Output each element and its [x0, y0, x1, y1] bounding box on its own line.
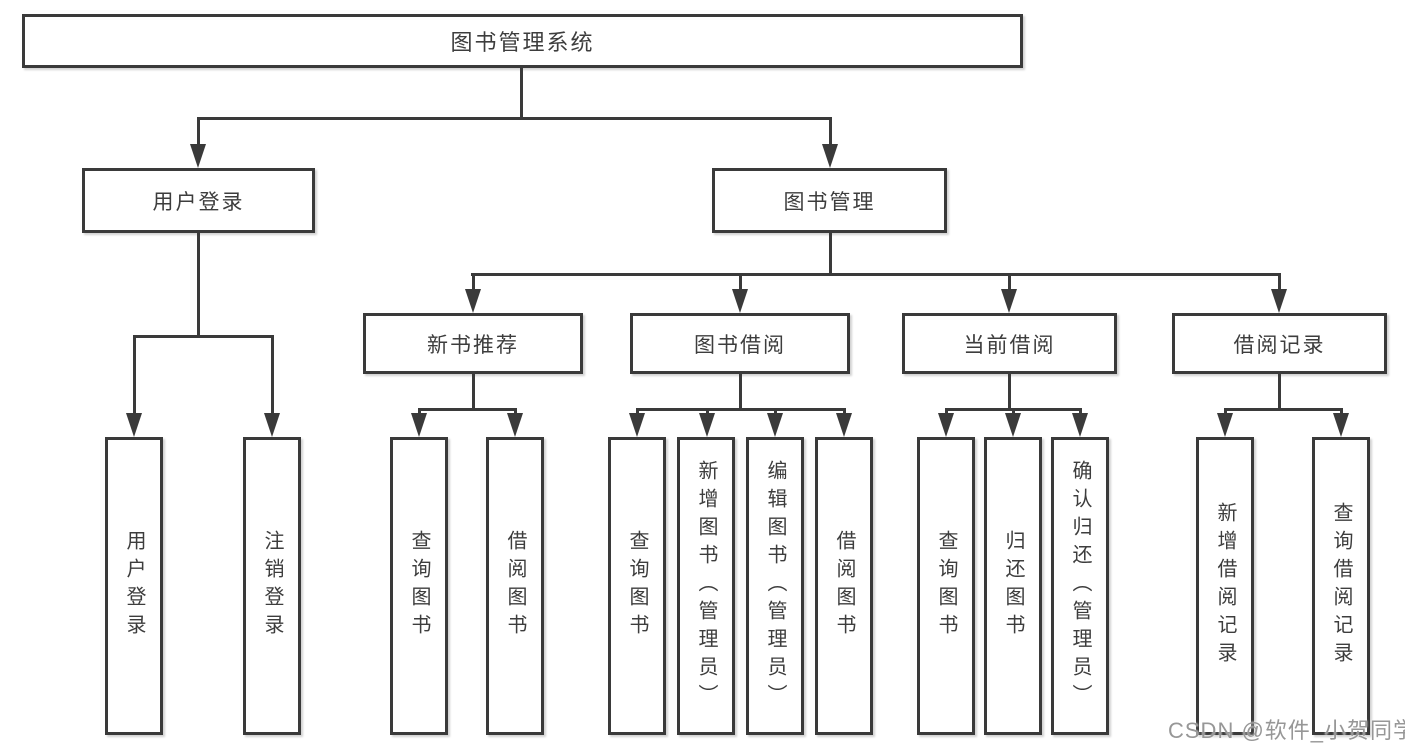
- leaf-logout: 注销登录: [243, 437, 301, 735]
- connector-stem: [945, 408, 948, 416]
- arrowhead-down-icon: [264, 413, 280, 437]
- connector-rail: [1224, 408, 1342, 411]
- connector-stem: [271, 335, 274, 415]
- node-book-management: 图书管理: [712, 168, 947, 233]
- connector-level3-rail: [471, 273, 1281, 276]
- connector-login-stem: [197, 232, 200, 336]
- arrowhead-down-icon: [411, 413, 427, 437]
- node-book-borrow: 图书借阅: [630, 313, 850, 374]
- node-new-book-recommend: 新书推荐: [363, 313, 583, 374]
- node-borrow-records: 借阅记录: [1172, 313, 1387, 374]
- node-new-book-recommend-label: 新书推荐: [427, 333, 519, 357]
- connector-stem: [1008, 373, 1011, 409]
- connector-stem: [1278, 373, 1281, 409]
- connector-stem: [739, 373, 742, 409]
- leaf-add-borrow-record-label: 新增借阅记录: [1214, 502, 1236, 670]
- leaf-borrow-books-newbook-label: 借阅图书: [504, 530, 526, 642]
- connector-stem: [197, 117, 200, 146]
- connector-stem: [1340, 408, 1343, 416]
- arrowhead-down-icon: [836, 413, 852, 437]
- node-book-borrow-label: 图书借阅: [694, 333, 786, 357]
- leaf-query-books-newbook: 查询图书: [390, 437, 448, 735]
- leaf-query-borrow-record-label: 查询借阅记录: [1330, 502, 1352, 670]
- connector-stem: [514, 408, 517, 416]
- node-book-management-label: 图书管理: [783, 190, 876, 214]
- arrowhead-down-icon: [938, 413, 954, 437]
- watermark: CSDN @软件_小贺同学: [1168, 718, 1405, 743]
- connector-stem: [1012, 408, 1015, 416]
- connector-stem: [1008, 273, 1011, 291]
- arrowhead-down-icon: [822, 144, 838, 168]
- connector-rail: [636, 408, 846, 411]
- arrowhead-down-icon: [1072, 413, 1088, 437]
- connector-stem: [1224, 408, 1227, 416]
- leaf-query-books-current: 查询图书: [917, 437, 975, 735]
- leaf-borrow-books-borrow-label: 借阅图书: [833, 530, 855, 642]
- connector-stem: [636, 408, 639, 416]
- connector-mgmt-stem: [829, 232, 832, 275]
- leaf-user-login-label: 用户登录: [123, 530, 145, 642]
- leaf-edit-book-admin-label: 编辑图书（管理员）: [764, 460, 786, 712]
- leaf-confirm-return-admin-label: 确认归还（管理员）: [1069, 460, 1091, 712]
- connector-stem: [739, 273, 742, 291]
- leaf-edit-book-admin: 编辑图书（管理员）: [746, 437, 804, 735]
- node-current-borrow-label: 当前借阅: [963, 333, 1056, 357]
- connector-stem: [133, 335, 136, 415]
- connector-login-rail: [133, 335, 274, 338]
- arrowhead-down-icon: [190, 144, 206, 168]
- node-root-label: 图书管理系统: [450, 30, 595, 55]
- leaf-query-borrow-record: 查询借阅记录: [1312, 437, 1370, 735]
- connector-stem: [472, 373, 475, 409]
- node-current-borrow: 当前借阅: [902, 313, 1117, 374]
- leaf-borrow-books-newbook: 借阅图书: [486, 437, 544, 735]
- arrowhead-down-icon: [767, 413, 783, 437]
- leaf-query-books-borrow-label: 查询图书: [626, 530, 648, 642]
- arrowhead-down-icon: [1217, 413, 1233, 437]
- arrowhead-down-icon: [1005, 413, 1021, 437]
- leaf-query-books-borrow: 查询图书: [608, 437, 666, 735]
- leaf-query-books-newbook-label: 查询图书: [408, 530, 430, 642]
- leaf-return-book-label: 归还图书: [1002, 530, 1024, 642]
- arrowhead-down-icon: [732, 289, 748, 313]
- leaf-user-login: 用户登录: [105, 437, 163, 735]
- node-user-login-label: 用户登录: [152, 190, 245, 214]
- arrowhead-down-icon: [1333, 413, 1349, 437]
- arrowhead-down-icon: [465, 289, 481, 313]
- connector-stem: [774, 408, 777, 416]
- leaf-borrow-books-borrow: 借阅图书: [815, 437, 873, 735]
- connector-stem: [843, 408, 846, 416]
- connector-stem: [472, 273, 475, 291]
- connector-stem: [1278, 273, 1281, 291]
- connector-rail: [418, 408, 517, 411]
- node-root: 图书管理系统: [22, 14, 1023, 68]
- node-user-login: 用户登录: [82, 168, 315, 233]
- connector-level2-rail: [197, 117, 832, 120]
- arrowhead-down-icon: [699, 413, 715, 437]
- leaf-logout-label: 注销登录: [261, 530, 283, 642]
- connector-stem: [706, 408, 709, 416]
- connector-root-stem: [520, 68, 523, 117]
- leaf-confirm-return-admin: 确认归还（管理员）: [1051, 437, 1109, 735]
- arrowhead-down-icon: [126, 413, 142, 437]
- arrowhead-down-icon: [629, 413, 645, 437]
- leaf-add-book-admin: 新增图书（管理员）: [677, 437, 735, 735]
- leaf-add-borrow-record: 新增借阅记录: [1196, 437, 1254, 735]
- connector-stem: [1079, 408, 1082, 416]
- connector-stem: [829, 117, 832, 146]
- connector-stem: [418, 408, 421, 416]
- arrowhead-down-icon: [1271, 289, 1287, 313]
- arrowhead-down-icon: [507, 413, 523, 437]
- leaf-query-books-current-label: 查询图书: [935, 530, 957, 642]
- arrowhead-down-icon: [1001, 289, 1017, 313]
- leaf-return-book: 归还图书: [984, 437, 1042, 735]
- leaf-add-book-admin-label: 新增图书（管理员）: [695, 460, 717, 712]
- node-borrow-records-label: 借阅记录: [1233, 333, 1326, 357]
